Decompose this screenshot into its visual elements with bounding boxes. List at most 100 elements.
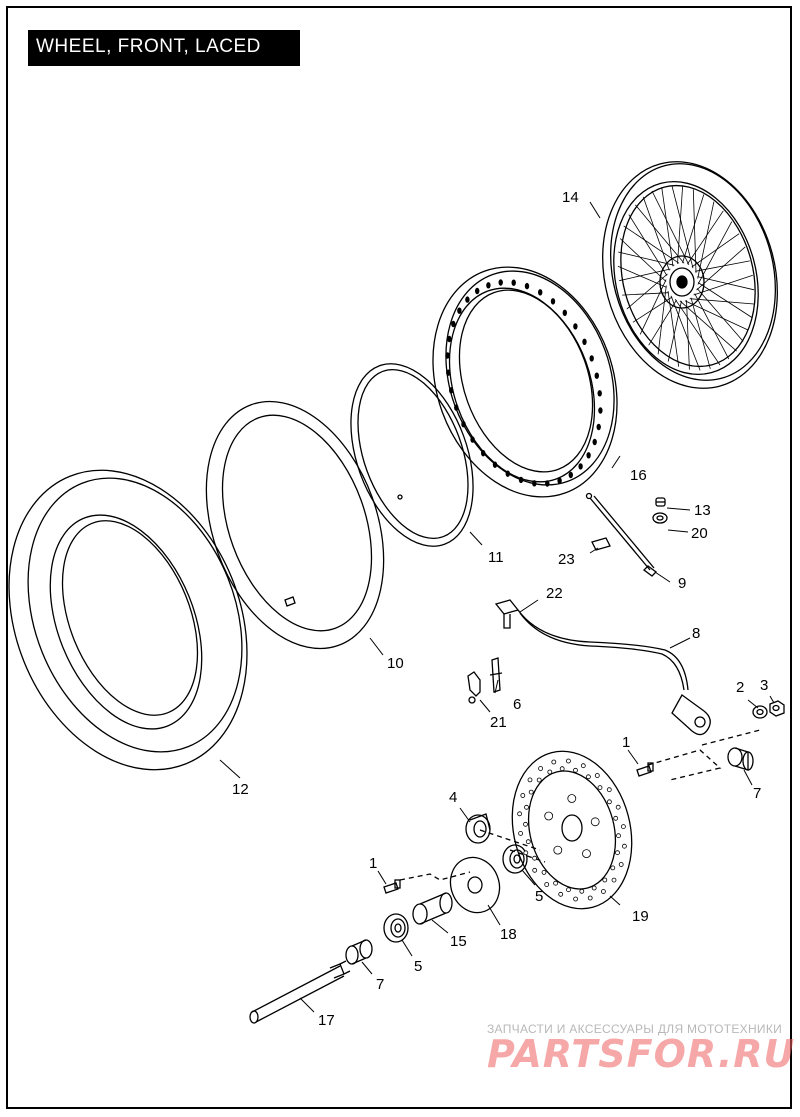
rim-hole [447,335,452,343]
rim-hole [451,320,456,328]
tire-part [8,469,248,771]
callout-19: 19 [632,908,649,925]
rotor-hole [525,839,531,845]
rim-hole [586,452,591,459]
spoke [682,194,705,264]
callout-1-rotor: 1 [622,734,630,751]
rim-hole [486,282,491,289]
spoke [684,300,749,331]
spoke [639,279,667,335]
callout-7-left: 7 [376,976,384,993]
rim-hole [594,372,599,379]
callout-21: 21 [490,714,507,731]
valve-cap-part [655,497,666,507]
spoke [694,293,730,360]
spoke [651,190,690,265]
callout-23: 23 [558,551,575,568]
spoke [619,238,667,282]
rotor-hole [587,895,593,901]
rim-hole [538,289,543,296]
rotor-hole [524,804,529,810]
spoke [635,204,685,264]
clip-part [467,671,481,704]
rotor-hole [528,789,534,795]
watermark-logo: PARTSFOR.RU [487,1032,796,1076]
seal-part [465,813,491,844]
spoke [671,185,694,269]
speed-sensor-part [494,599,711,736]
callout-15: 15 [450,933,467,950]
spoke [677,186,683,264]
rotor-bolt-hole [567,794,577,803]
spoke [686,300,690,370]
rotor-hole [607,799,612,805]
rim-hole [498,279,503,286]
spoke [696,288,744,342]
rim-hole [481,450,486,457]
rotor-hole [611,877,617,883]
callout-22: 22 [546,585,563,602]
rim-hole [492,461,498,468]
spoke [695,260,750,272]
callout-2: 2 [736,679,744,696]
valve-nut-part [652,512,668,524]
spacer-plate-part [449,856,501,914]
rotor-hole [559,766,565,772]
rim-hole [532,480,537,487]
callout-1-axle: 1 [369,855,377,872]
rotor-hole [613,815,619,821]
spoke [632,296,673,323]
rotor-hole [580,763,586,769]
spoke [679,300,737,352]
spacer-part [727,747,754,771]
rotor-bolt-hole [544,811,554,821]
rim-hole [465,296,470,303]
spoke [696,246,746,291]
bearing-part [502,844,528,874]
valve-stem-part [585,492,657,577]
spoke [661,187,674,267]
rotor-hole [586,774,591,780]
spoke [693,274,753,296]
spoke [690,297,711,369]
callout-17: 17 [318,1012,335,1029]
bearing-part-2 [383,913,409,943]
rim-hole [445,352,450,359]
rotor-hole [566,887,571,893]
spoke [619,268,671,282]
rotor-hole [602,877,608,883]
rotor-drill-holes [517,758,627,902]
rim-hole [598,407,603,414]
callout-8: 8 [692,625,700,642]
spoke [674,298,721,366]
spoke [697,221,733,285]
rotor-hole [615,850,620,856]
rotor-hole [541,870,547,875]
sleeve-part [412,892,453,925]
diagram-frame [6,6,792,1109]
rim-hole [475,287,480,295]
rim-hole [505,470,510,477]
rim-hole [470,436,475,443]
callout-9: 9 [678,575,686,592]
rotor-hole [616,833,621,839]
rotor-hole [532,855,537,861]
rotor-hole [591,885,597,891]
rotor-hole [538,766,543,771]
nut-part [769,700,785,717]
rim-hole [562,309,567,316]
rotor-hole [615,804,621,810]
callout-3: 3 [760,677,768,694]
spoke [689,298,754,305]
spoke [670,295,701,371]
rotor-hole [544,882,550,887]
callout-11: 11 [488,549,504,566]
rotor-hole [517,811,522,817]
rotor-bolt-hole [553,845,563,855]
spoke [697,282,753,318]
rotor-hole [527,777,533,783]
spoke [691,233,740,268]
laced-wheel-part [602,161,778,389]
rim-hole [592,438,597,446]
callout-7-right: 7 [753,785,761,802]
